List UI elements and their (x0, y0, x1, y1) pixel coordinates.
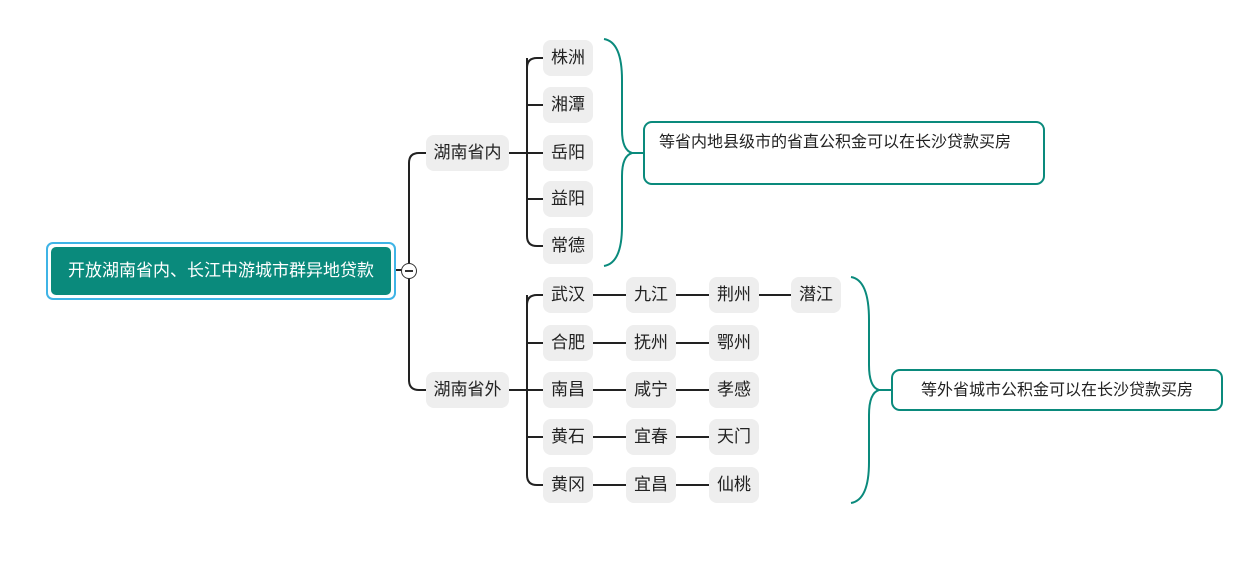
central-topic[interactable]: 开放湖南省内、长江中游城市群异地贷款 (51, 247, 391, 295)
city-node[interactable]: 天门 (709, 419, 759, 455)
central-topic-outline (46, 242, 396, 300)
city-node[interactable]: 南昌 (543, 372, 593, 408)
city-node[interactable]: 鄂州 (709, 325, 759, 361)
city-node[interactable]: 荆州 (709, 277, 759, 313)
city-node[interactable]: 合肥 (543, 325, 593, 361)
city-node[interactable]: 抚州 (626, 325, 676, 361)
city-node[interactable]: 仙桃 (709, 467, 759, 503)
city-node[interactable]: 株洲 (543, 40, 593, 76)
city-node[interactable]: 九江 (626, 277, 676, 313)
city-node[interactable]: 宜昌 (626, 467, 676, 503)
city-node[interactable]: 黄冈 (543, 467, 593, 503)
city-node[interactable]: 孝感 (709, 372, 759, 408)
summary-hunan-inside[interactable]: 等省内地县级市的省直公积金可以在长沙贷款买房 (643, 121, 1045, 185)
city-node[interactable]: 武汉 (543, 277, 593, 313)
summary-hunan-outside[interactable]: 等外省城市公积金可以在长沙贷款买房 (891, 369, 1223, 411)
city-node[interactable]: 湘潭 (543, 87, 593, 123)
city-node[interactable]: 宜春 (626, 419, 676, 455)
city-node[interactable]: 黄石 (543, 419, 593, 455)
city-node[interactable]: 常德 (543, 228, 593, 264)
city-node[interactable]: 咸宁 (626, 372, 676, 408)
collapse-minus-icon[interactable] (401, 263, 417, 279)
city-node[interactable]: 岳阳 (543, 135, 593, 171)
city-node[interactable]: 潜江 (791, 277, 841, 313)
branch-hunan-inside[interactable]: 湖南省内 (426, 135, 509, 171)
branch-hunan-outside[interactable]: 湖南省外 (426, 372, 509, 408)
city-node[interactable]: 益阳 (543, 181, 593, 217)
